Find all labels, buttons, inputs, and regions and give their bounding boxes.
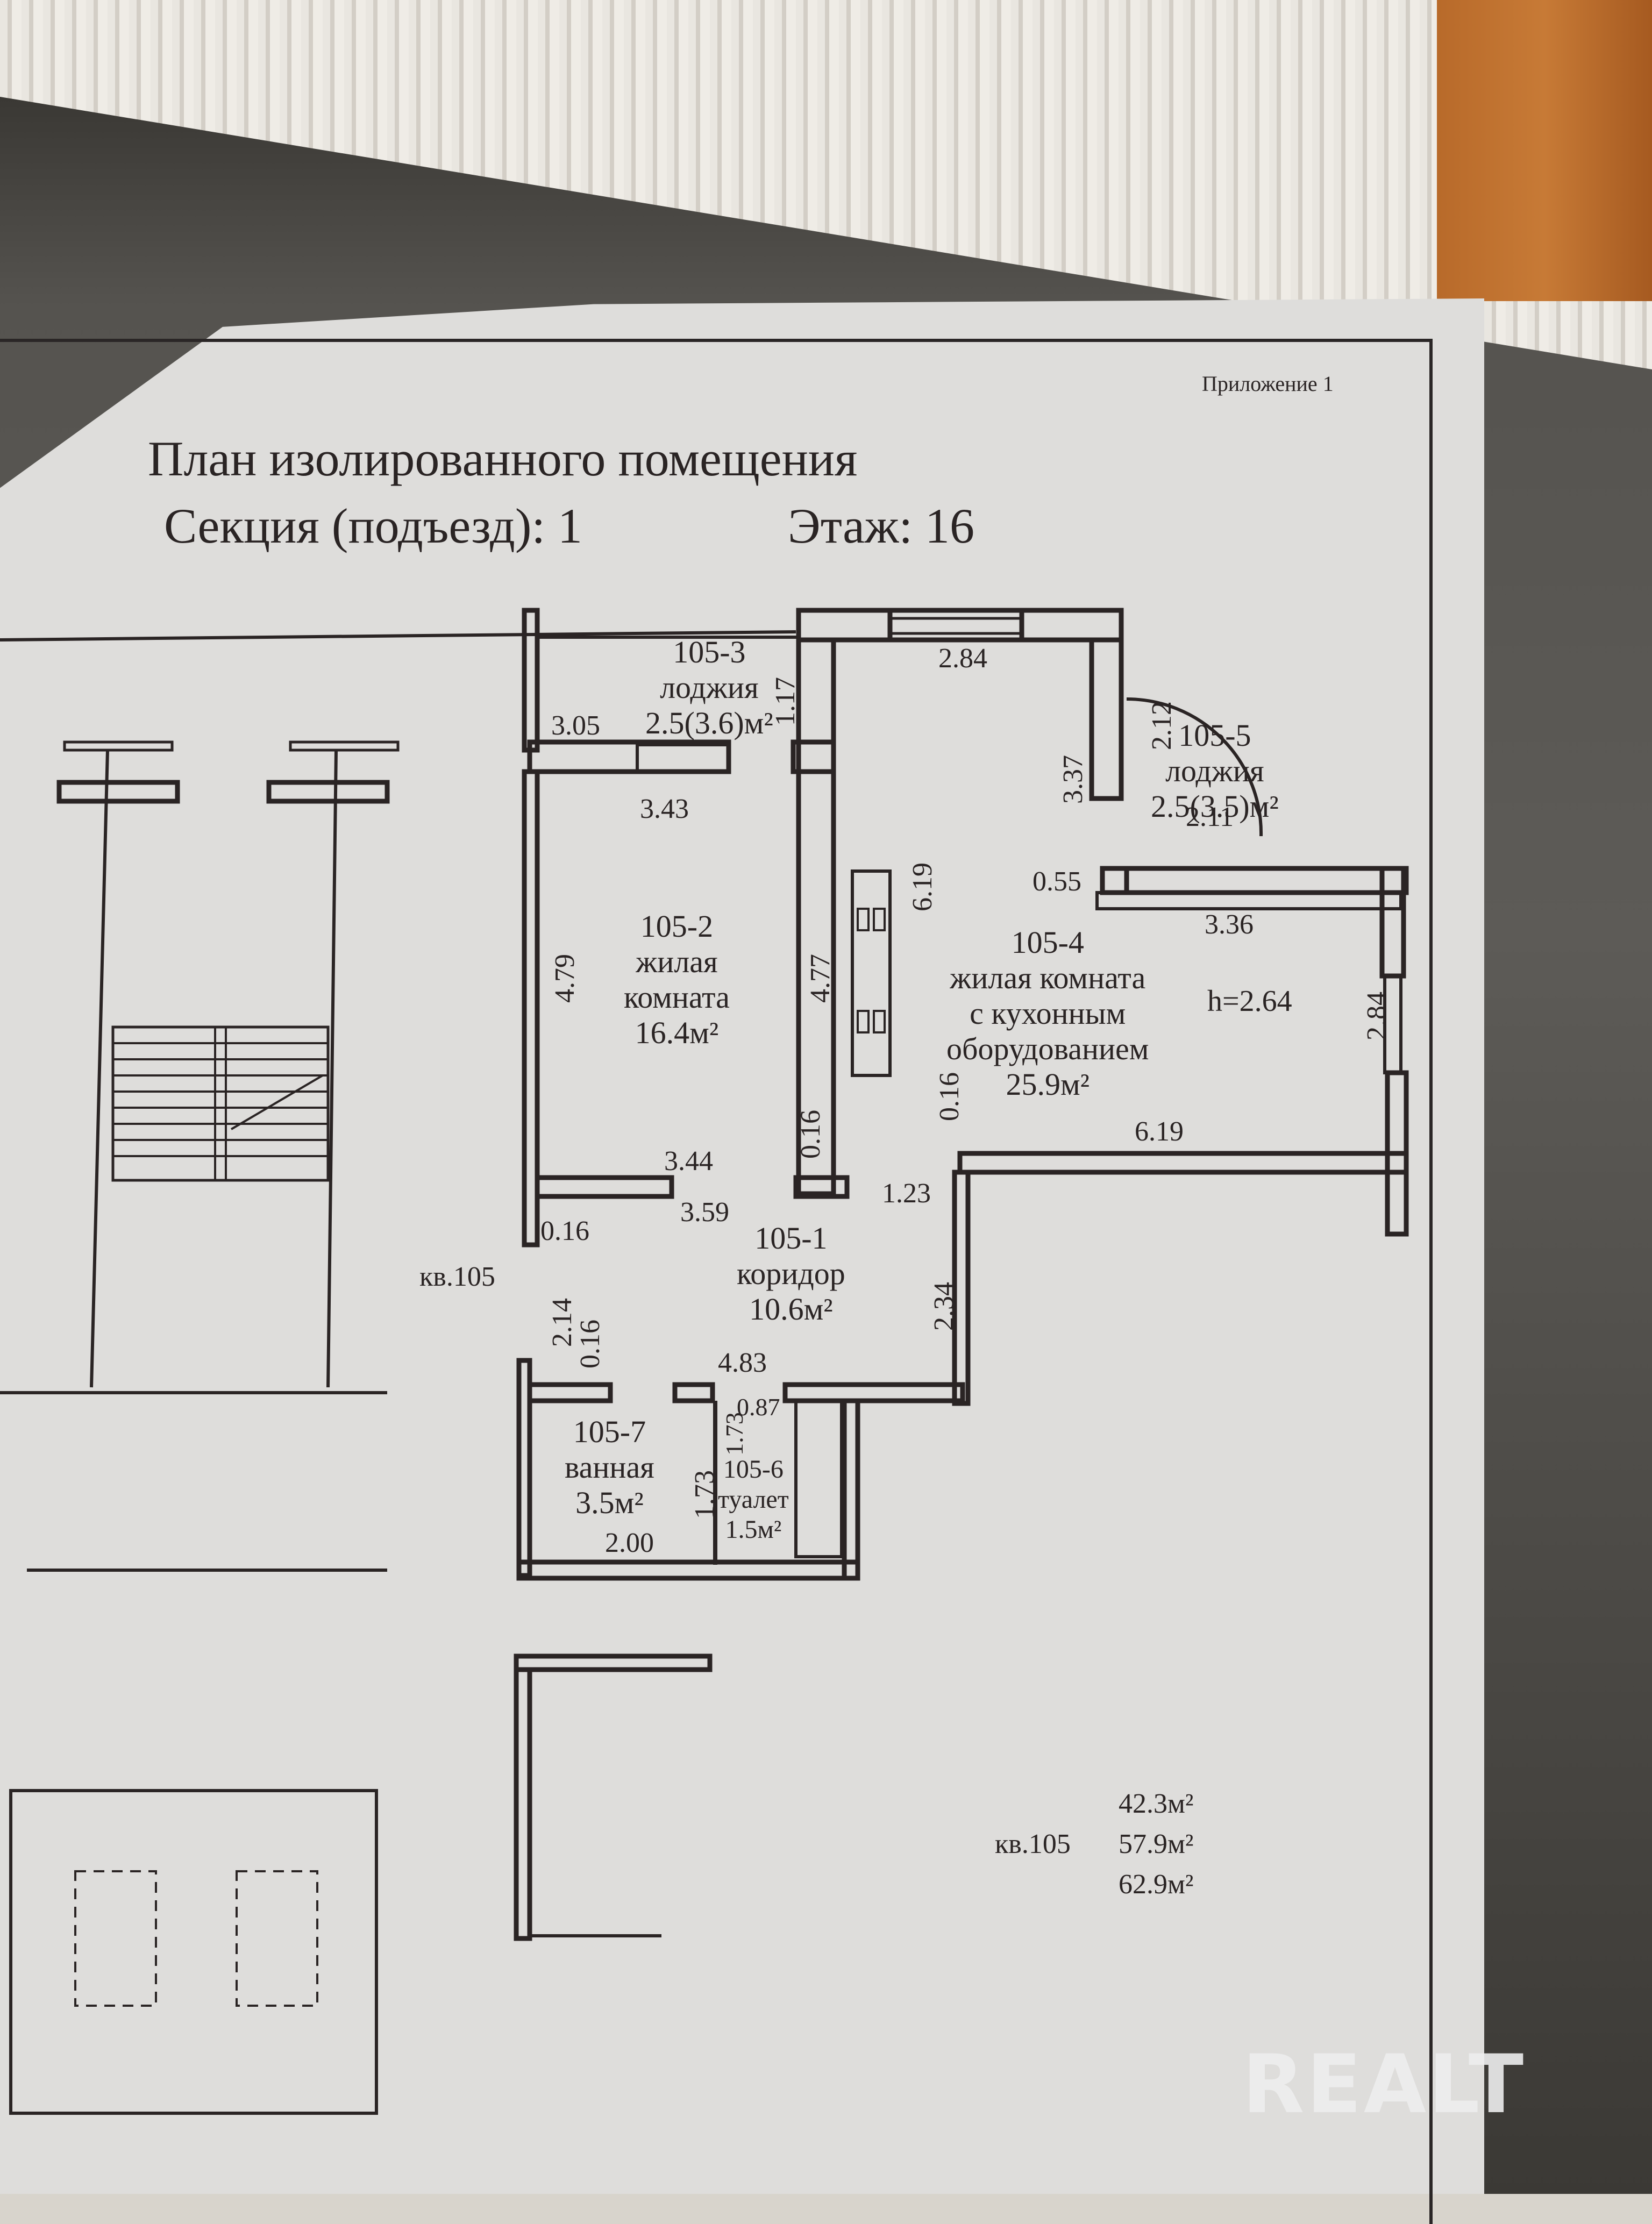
room-area: 2.5(3.6)м²: [645, 705, 773, 740]
wall-bath-left: [516, 1358, 532, 1578]
dim-label: 2.14: [547, 1298, 578, 1347]
room-id: 105-3: [673, 635, 746, 669]
room-name: оборудованием: [946, 1031, 1149, 1066]
room-name: с кухонным: [970, 996, 1126, 1031]
dim-label: 0.87: [737, 1393, 780, 1421]
dim-label: 1.17: [770, 677, 801, 726]
apartment-tag: кв.105: [419, 1261, 495, 1292]
room-id: 105-7: [573, 1414, 646, 1449]
dim-label: 2.00: [605, 1528, 654, 1558]
elevator-left: [74, 1870, 157, 2007]
dim-label: 3.59: [680, 1197, 729, 1228]
room-name: лоджия: [1165, 753, 1264, 788]
dim-label: 1.23: [882, 1178, 931, 1209]
room-105-6-label: 105-6 туалет 1.5м²: [718, 1455, 789, 1545]
ceiling-height: h=2.64: [1207, 985, 1292, 1018]
room-area: 1.5м²: [725, 1515, 782, 1544]
dim-label: 0.16: [934, 1072, 965, 1121]
room-id: 105-2: [640, 909, 714, 944]
summary-total-area: 57.9м²: [1119, 1829, 1194, 1859]
document-frame: [0, 339, 1433, 2224]
room-id: 105-4: [1011, 925, 1084, 960]
staircase-steps: [113, 1027, 328, 1180]
room-name: ванная: [565, 1450, 654, 1485]
room-name: комната: [624, 980, 730, 1015]
realt-watermark-logo: REALT: [1242, 2038, 1526, 2132]
room-id: 105-5: [1178, 718, 1251, 753]
dim-label: 1.73: [689, 1470, 720, 1519]
dim-label: 0.16: [540, 1216, 589, 1246]
room-105-1-label: 105-1 коридор 10.6м²: [737, 1221, 845, 1327]
room-id: 105-1: [754, 1221, 828, 1256]
room-name: жилая комната: [950, 960, 1146, 995]
dim-label: 0.16: [575, 1320, 606, 1368]
room-105-5-label: 105-5 лоджия 2.5(3.5)м²: [1151, 718, 1279, 824]
room-name: лоджия: [660, 670, 759, 705]
dim-label: 2.34: [929, 1282, 959, 1331]
floor-label: Этаж: 16: [788, 498, 975, 553]
room-name: жилая: [636, 944, 718, 979]
room-area: 10.6м²: [749, 1292, 833, 1327]
room-105-3-label: 105-3 лоджия 2.5(3.6)м²: [645, 635, 773, 741]
room-105-7-label: 105-7 ванная 3.5м²: [565, 1414, 654, 1521]
dim-label: 2.11: [1186, 802, 1234, 832]
kitchen-equipment: [851, 869, 892, 1077]
section-label: Секция (подъезд): 1: [164, 498, 583, 553]
dim-label: 6.19: [1135, 1116, 1184, 1147]
dim-label: 4.79: [550, 954, 580, 1003]
elevator-right: [236, 1870, 318, 2007]
dim-label: 3.05: [551, 710, 600, 741]
room-105-2-label: 105-2 жилая комната 16.4м²: [624, 909, 730, 1051]
dim-label: 1.73: [720, 1412, 748, 1456]
loggia5-arc: [1126, 697, 1263, 837]
appendix-label: Приложение 1: [1202, 372, 1334, 396]
toilet-equipment: [794, 1399, 843, 1558]
room-105-4-label: 105-4 жилая комната с кухонным оборудова…: [946, 925, 1149, 1102]
wall-partition: [796, 637, 836, 1196]
room-id: 105-6: [723, 1455, 784, 1484]
room-area: 2.5(3.5)м²: [1151, 789, 1279, 824]
room-area: 3.5м²: [575, 1485, 644, 1520]
background-wood: [1437, 0, 1652, 301]
dim-label: 2.12: [1147, 701, 1177, 750]
wall-right: [1379, 866, 1406, 979]
window-loggia3: [527, 739, 731, 774]
dim-label: 3.36: [1205, 909, 1254, 940]
room-area: 25.9м²: [1006, 1067, 1090, 1102]
dim-label: 4.77: [805, 954, 836, 1003]
dim-label: 6.19: [907, 862, 938, 911]
dim-label: 0.55: [1032, 866, 1081, 897]
dim-label: 0.16: [795, 1110, 826, 1159]
paper-sheet: [0, 298, 1484, 2194]
wall-loggia3-left: [522, 608, 540, 753]
room-area: 16.4м²: [635, 1015, 719, 1050]
dim-label: 3.43: [640, 794, 689, 824]
wall-top: [796, 608, 1124, 643]
summary-total-with-loggias: 62.9м²: [1119, 1869, 1194, 1900]
wall-kitchen-bottom: [957, 1151, 1409, 1175]
room-name: туалет: [718, 1485, 789, 1514]
plan-title: План изолированного помещения: [148, 431, 858, 486]
summary-living-area: 42.3м²: [1119, 1788, 1194, 1819]
dim-label: 3.44: [664, 1146, 713, 1177]
summary-apartment: кв.105: [995, 1829, 1071, 1859]
wall-room2-left: [522, 769, 540, 1248]
dim-label: 3.37: [1058, 755, 1088, 804]
dim-label: 2.84: [1362, 992, 1392, 1040]
room-name: коридор: [737, 1256, 845, 1291]
dim-label: 4.83: [718, 1348, 767, 1378]
dim-label: 2.84: [938, 643, 987, 674]
staircase: [111, 1025, 330, 1182]
wall-loggia5: [1089, 637, 1124, 801]
